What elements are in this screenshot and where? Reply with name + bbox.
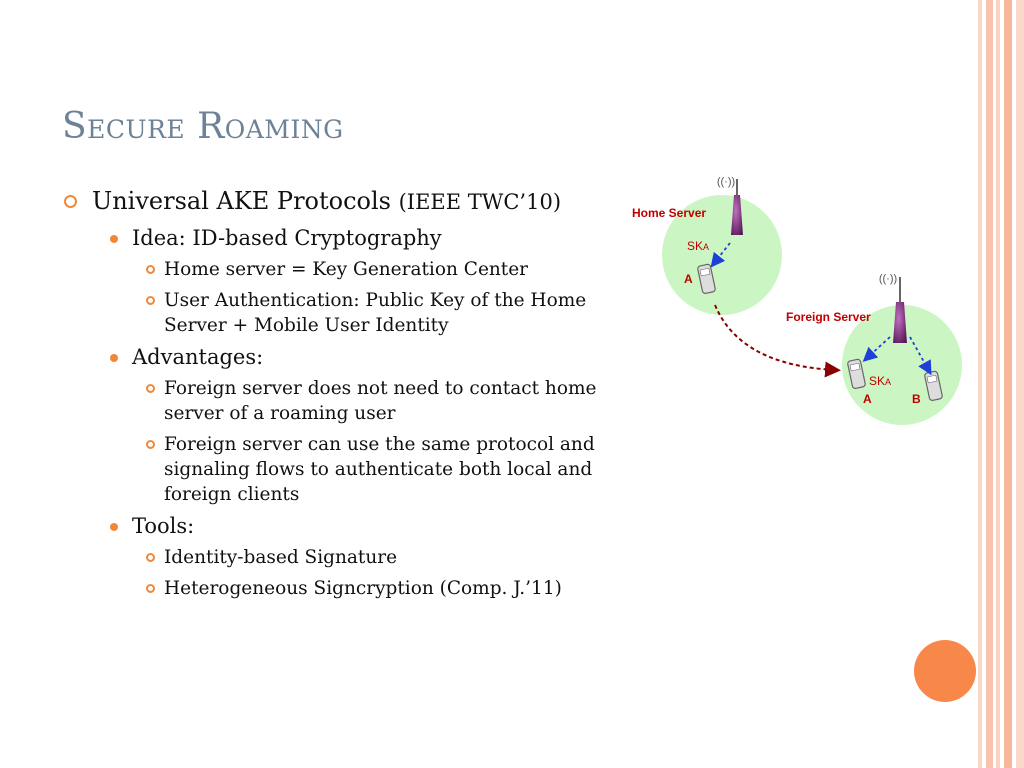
sk-subscript: A <box>885 377 891 387</box>
sub-bullet-advantages: Advantages: <box>60 344 650 370</box>
sub-sub-bullet-text: Identity-based Signature <box>164 547 398 568</box>
sub-sub-bullet-text: Foreign server can use the same protocol… <box>164 434 595 505</box>
stripe <box>1016 0 1024 768</box>
svg-text:((·)): ((·)) <box>717 176 735 188</box>
mobile-phone-icon <box>697 263 716 294</box>
stripe <box>1004 0 1012 768</box>
ring-bullet-icon <box>146 265 155 274</box>
ring-bullet-icon <box>146 584 155 593</box>
sub-sub-bullet-text: Heterogeneous Signcryption (Comp. J.’11) <box>164 578 562 599</box>
sk-home-label: SKA <box>687 239 709 253</box>
foreign-tower-icon: ((·)) <box>879 273 907 343</box>
sub-sub-bullet: Foreign server can use the same protocol… <box>60 432 650 507</box>
mobile-phone-icon <box>847 358 866 389</box>
roaming-diagram: ((·)) ((·)) Home Server SKA A Foreign Se… <box>632 176 962 425</box>
slide-content: Universal AKE Protocols (IEEE TWC’10) Id… <box>60 186 650 601</box>
slide-title: Secure Roaming <box>62 106 344 147</box>
sub-bullet-text: Idea: ID-based Cryptography <box>132 226 442 250</box>
user-a-foreign-label: A <box>863 392 872 406</box>
ring-bullet-icon <box>146 296 155 305</box>
sub-bullet-tools: Tools: <box>60 513 650 539</box>
sk-subscript: A <box>703 242 709 252</box>
sub-sub-bullet: Heterogeneous Signcryption (Comp. J.’11) <box>60 576 650 601</box>
sk-foreign-label: SKA <box>869 374 891 388</box>
sub-sub-bullet: User Authentication: Public Key of the H… <box>60 288 650 338</box>
dot-bullet-icon <box>110 523 118 531</box>
foreign-server-label: Foreign Server <box>786 310 871 324</box>
ring-bullet-icon <box>146 384 155 393</box>
decorative-stripes <box>978 0 1024 768</box>
stripe <box>978 0 982 768</box>
svg-text:((·)): ((·)) <box>879 273 897 285</box>
bullet-citation: (IEEE TWC’10) <box>398 190 562 214</box>
home-auth-arrow <box>710 242 731 268</box>
sub-bullet-idea: Idea: ID-based Cryptography <box>60 225 650 251</box>
decorative-orange-circle <box>914 640 976 702</box>
sk-text: SK <box>687 239 703 253</box>
stripe <box>986 0 993 768</box>
sub-sub-bullet-text: User Authentication: Public Key of the H… <box>164 290 587 336</box>
home-tower-icon: ((·)) <box>717 176 743 235</box>
dot-bullet-icon <box>110 235 118 243</box>
roaming-path-arrow <box>714 304 841 378</box>
ring-bullet-icon <box>146 440 155 449</box>
bullet-text: Universal AKE Protocols <box>92 187 399 215</box>
home-server-label: Home Server <box>632 206 706 220</box>
stripe <box>996 0 1000 768</box>
foreign-auth-arrow-a <box>862 336 891 362</box>
dot-bullet-icon <box>110 354 118 362</box>
sub-sub-bullet: Foreign server does not need to contact … <box>60 376 650 426</box>
sub-sub-bullet: Identity-based Signature <box>60 545 650 570</box>
user-b-foreign-label: B <box>912 392 921 406</box>
sk-text: SK <box>869 374 885 388</box>
bullet-universal-ake: Universal AKE Protocols (IEEE TWC’10) <box>60 186 650 217</box>
user-a-home-label: A <box>684 272 693 286</box>
sub-sub-bullet: Home server = Key Generation Center <box>60 257 650 282</box>
sub-bullet-text: Advantages: <box>132 345 264 369</box>
sub-sub-bullet-text: Home server = Key Generation Center <box>164 259 529 280</box>
ring-bullet-icon <box>64 195 77 208</box>
mobile-phone-icon <box>924 370 943 401</box>
foreign-auth-arrow-b <box>909 336 932 376</box>
sub-bullet-text: Tools: <box>132 514 195 538</box>
sub-sub-bullet-text: Foreign server does not need to contact … <box>164 378 597 424</box>
ring-bullet-icon <box>146 553 155 562</box>
